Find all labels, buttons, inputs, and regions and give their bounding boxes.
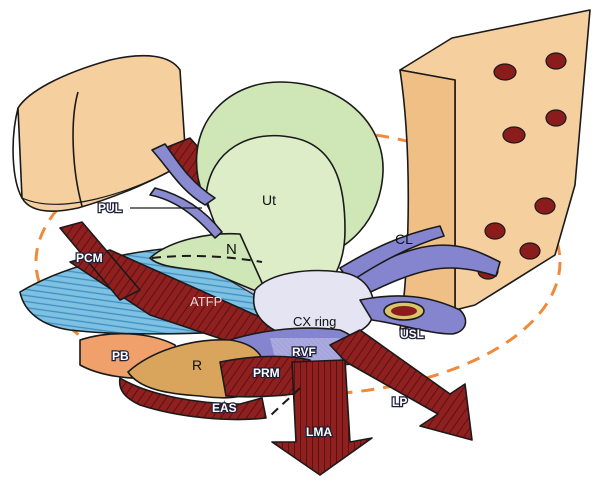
label-ut: Ut xyxy=(262,192,276,208)
label-rvf: RVF xyxy=(292,345,316,359)
label-pb: PB xyxy=(112,349,129,363)
label-cx-ring: CX ring xyxy=(293,314,336,329)
levator-plate xyxy=(330,330,472,440)
label-lma: LMA xyxy=(306,425,332,439)
pubic-bone xyxy=(13,56,186,212)
sacrum xyxy=(400,10,590,330)
label-prm: PRM xyxy=(253,366,280,380)
label-cl: CL xyxy=(395,231,413,247)
label-usl: USL xyxy=(400,327,424,341)
label-atfp: ATFP xyxy=(190,294,222,309)
label-r: R xyxy=(192,357,202,373)
label-n: N xyxy=(226,241,237,258)
label-eas: EAS xyxy=(212,401,237,415)
label-pul: PUL xyxy=(98,201,122,215)
label-lp: LP xyxy=(392,395,407,409)
label-pcm: PCM xyxy=(76,251,103,265)
